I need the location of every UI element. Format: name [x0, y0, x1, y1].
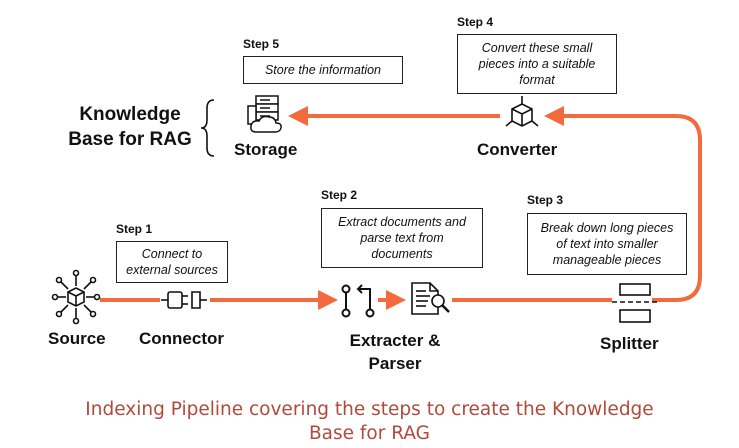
step4-desc-line2: pieces into a suitable	[478, 57, 596, 71]
caption-line1: Indexing Pipeline covering the steps to …	[85, 399, 654, 420]
knowledge-base-label-line2: Base for RAG	[68, 129, 192, 150]
step5-description: Store the information	[243, 56, 403, 84]
source-label: Source	[48, 329, 106, 348]
step4-desc-line1: Convert these small	[481, 41, 593, 55]
document-search-icon	[411, 282, 450, 315]
splitter-label: Splitter	[600, 334, 659, 353]
cube-icon	[505, 96, 539, 127]
converter-label: Converter	[477, 140, 558, 159]
figure-caption: Indexing Pipeline covering the steps to …	[0, 398, 739, 446]
caption-line2: Base for RAG	[308, 423, 431, 444]
extracter-label-line2: Parser	[368, 354, 422, 373]
step2-desc-line2: parse text from	[360, 231, 444, 245]
step2-desc-line3: documents	[371, 247, 433, 261]
knowledge-base-label: Knowledge Base for RAG	[60, 102, 200, 152]
step5-title: Step 5	[243, 37, 280, 51]
step3-description: Break down long pieces of text into smal…	[527, 213, 687, 275]
server-cloud-icon	[247, 95, 282, 133]
step3-desc-line2: of text into smaller	[556, 237, 658, 251]
storage-label: Storage	[234, 140, 298, 159]
brace-icon	[200, 99, 215, 157]
connector-label: Connector	[139, 329, 224, 348]
step5-desc-line1: Store the information	[264, 63, 382, 77]
step1-title: Step 1	[116, 222, 153, 236]
plug-icon	[161, 291, 207, 309]
extracter-label-line1: Extracter &	[349, 331, 441, 350]
step4-desc-line3: format	[519, 73, 555, 87]
arrow-splitter-converter	[544, 106, 702, 302]
step3-title: Step 3	[527, 193, 564, 207]
step4-description: Convert these small pieces into a suitab…	[457, 34, 617, 94]
step3-desc-line1: Break down long pieces	[540, 221, 674, 235]
source-icon	[51, 269, 101, 325]
step2-description: Extract documents and parse text from do…	[321, 208, 483, 268]
merge-icon	[341, 284, 375, 318]
step2-title: Step 2	[321, 188, 358, 202]
step1-description: Connect to external sources	[116, 241, 228, 283]
knowledge-base-label-line1: Knowledge	[79, 104, 181, 125]
step1-desc-line1: Connect to	[141, 247, 203, 261]
step2-desc-line1: Extract documents and	[338, 215, 466, 229]
step4-title: Step 4	[457, 15, 494, 29]
splitter-icon	[612, 283, 658, 323]
extracter-parser-label: Extracter & Parser	[343, 329, 447, 375]
step3-desc-line3: manageable pieces	[552, 253, 662, 267]
step1-desc-line2: external sources	[126, 263, 218, 277]
